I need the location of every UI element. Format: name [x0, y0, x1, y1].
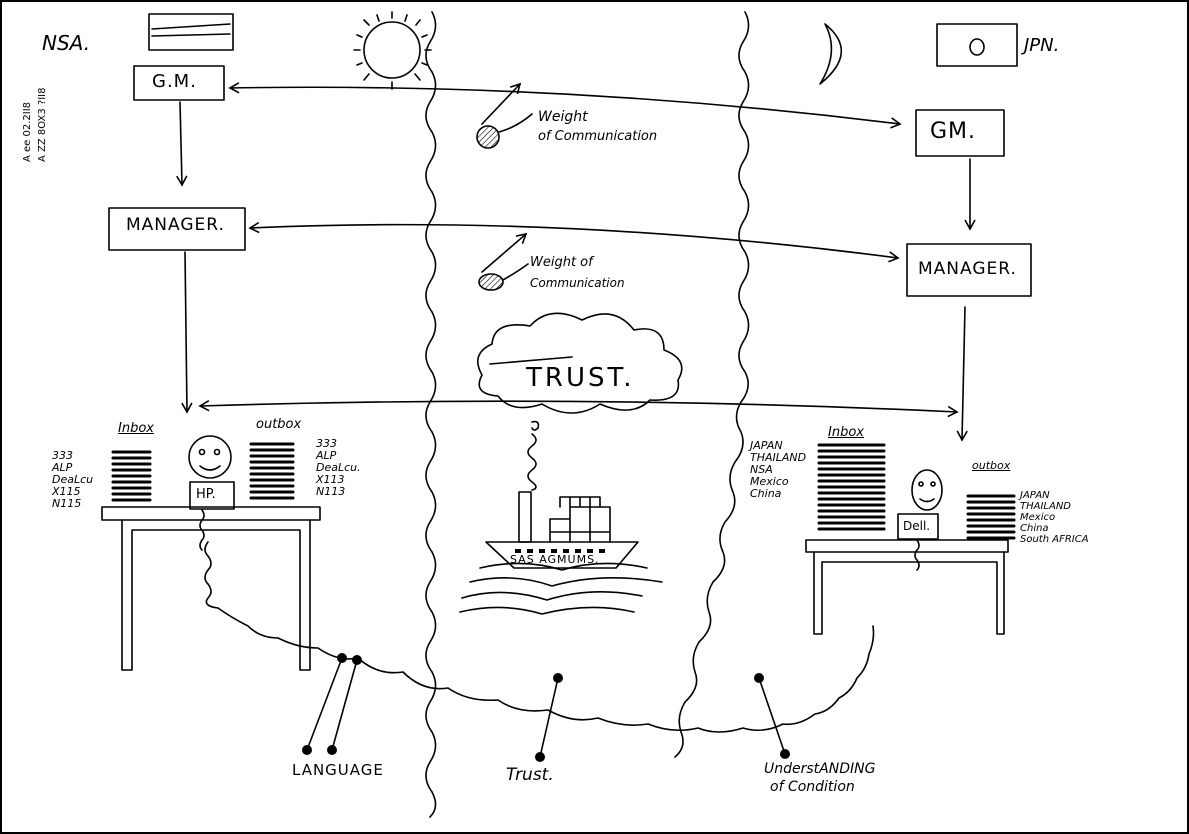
trust-cloud-label: TRUST. [526, 364, 635, 393]
trust-label: Trust. [506, 766, 554, 785]
margin-note-1: A ee 02.2II8 [22, 102, 34, 162]
country-label-jpn: JPN. [1024, 36, 1059, 56]
nsa-flag [149, 14, 233, 50]
understanding-label-line1: UnderstANDING [764, 762, 875, 777]
understanding-label-line2: of Condition [770, 780, 855, 795]
weight-2-label-line2: Communication [530, 277, 625, 290]
list-item: Mexico [1020, 512, 1089, 523]
ship-label: SAS AGMUMS. [510, 554, 600, 566]
right-inbox-stack [819, 445, 884, 529]
right-outbox-label: outbox [972, 460, 1010, 472]
margin-note-2: A ZZ 8OX3 ?II8 [37, 88, 49, 162]
weight-2 [479, 234, 528, 290]
moon-icon [820, 24, 841, 84]
list-item: N115 [52, 498, 93, 510]
sun-icon [354, 12, 431, 89]
left-outbox-label: outbox [256, 418, 301, 432]
right-outbox-list: JAPAN THAILAND Mexico China South AFRICA [1020, 490, 1089, 545]
scalloped-base [205, 542, 874, 732]
right-desk [806, 540, 1008, 634]
left-manager-label: MANAGER. [126, 216, 225, 235]
weight-1 [477, 84, 532, 148]
left-computer-label: HP. [196, 488, 216, 502]
left-inbox-list: 333 ALP DeaLcu X115 N115 [52, 450, 93, 510]
left-outbox-list: 333 ALP DeaLcu. X113 N113 [316, 438, 361, 498]
list-item: China [1020, 523, 1089, 534]
language-label: LANGUAGE [292, 762, 384, 779]
waves [460, 563, 662, 614]
right-inbox-list: JAPAN THAILAND NSA Mexico China [750, 440, 806, 500]
weight-1-label-line2: of Communication [538, 130, 657, 144]
list-item: South AFRICA [1020, 534, 1089, 545]
pin-language-1 [307, 658, 342, 750]
right-gm-label: GM. [930, 120, 976, 144]
weight-2-label-line1: Weight of [530, 256, 593, 270]
weight-1-label-line1: Weight [538, 110, 588, 125]
right-computer-label: Dell. [903, 520, 930, 533]
ship-icon [486, 422, 638, 568]
left-inbox-label: Inbox [118, 422, 154, 436]
left-gm-label: G.M. [152, 72, 197, 92]
right-manager-label: MANAGER. [918, 260, 1017, 279]
pin-understanding [759, 678, 785, 754]
list-item: N113 [316, 486, 361, 498]
left-inbox-stack [113, 452, 150, 500]
list-item: China [750, 488, 806, 500]
divider-left [426, 12, 436, 817]
left-outbox-stack [251, 444, 293, 498]
right-inbox-label: Inbox [828, 426, 864, 440]
right-outbox-stack [968, 496, 1014, 538]
country-label-nsa: NSA. [42, 32, 90, 54]
pin-trust [540, 678, 558, 757]
list-item: THAILAND [1020, 501, 1089, 512]
list-item: JAPAN [1020, 490, 1089, 501]
divider-right [675, 12, 749, 757]
jpn-flag [937, 24, 1017, 66]
